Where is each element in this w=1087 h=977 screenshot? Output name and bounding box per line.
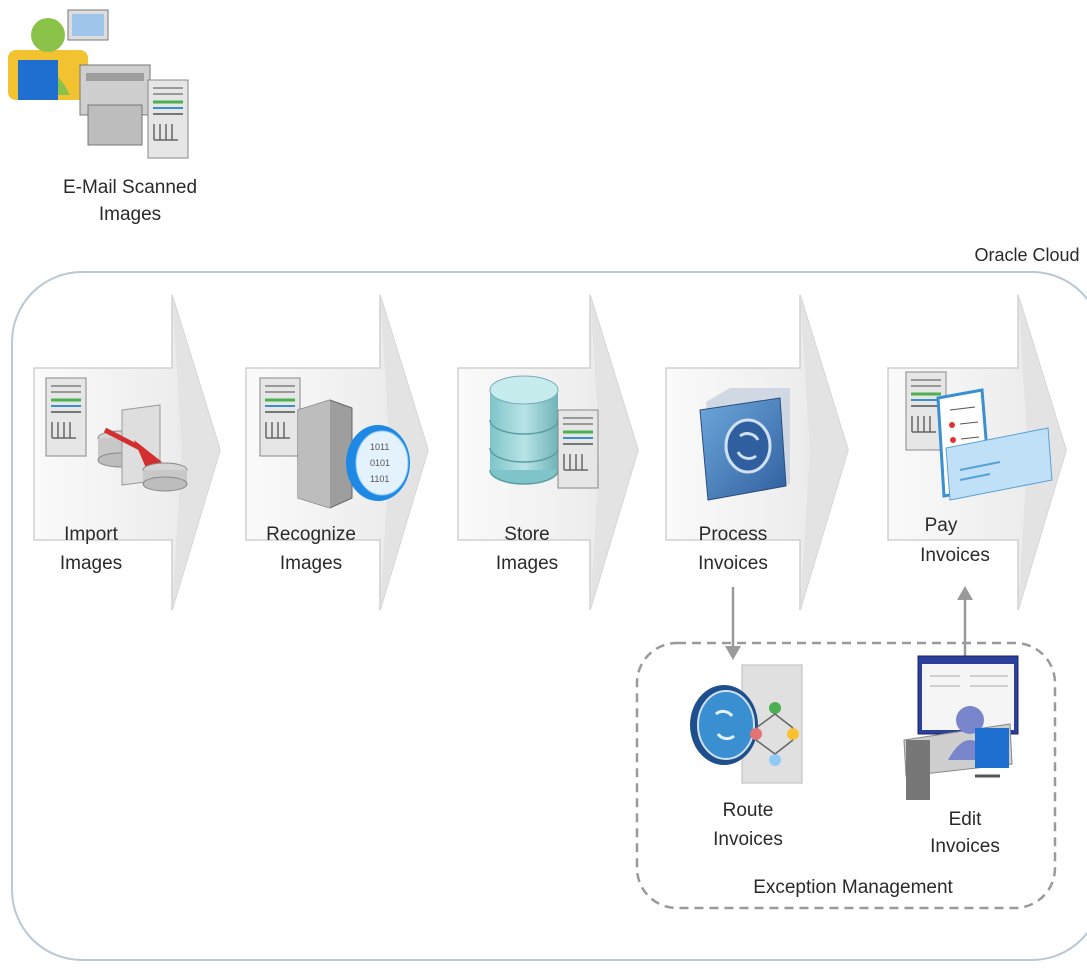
connector-process-to-route (725, 587, 741, 660)
folder-process-icon (699, 388, 790, 501)
step-4-label-line1: Process (699, 524, 768, 545)
step-1-label-line2: Images (60, 553, 122, 574)
step-5-label-line1: Pay (925, 515, 958, 536)
step-3-label-line1: Store (504, 524, 549, 545)
route-label-line1: Route (723, 800, 774, 821)
desktop-user-icon (903, 655, 1019, 800)
step-5-label-line2: Invoices (920, 545, 990, 566)
svg-text:0101: 0101 (370, 458, 390, 468)
scanner-user-icon (8, 9, 190, 160)
source-label-line1: E-Mail Scanned (63, 177, 197, 198)
oracle-cloud-container (11, 271, 1087, 961)
svg-text:1011: 1011 (370, 442, 389, 452)
route-workflow-icon (690, 664, 803, 784)
recognize-images-icon: 1011 0101 1101 (258, 376, 410, 509)
step-2-label-line2: Images (280, 553, 342, 574)
connector-edit-to-pay (957, 586, 973, 660)
route-label-line2: Invoices (713, 829, 783, 850)
step-1-label-line1: Import (64, 524, 119, 545)
exception-management-box (635, 641, 1057, 910)
pay-invoices-icon (904, 370, 1053, 501)
source-label-line2: Images (99, 204, 161, 225)
exception-management-label: Exception Management (753, 877, 953, 898)
database-icon (489, 375, 600, 490)
oracle-cloud-label: Oracle Cloud (974, 245, 1079, 265)
edit-label-line2: Invoices (930, 836, 1000, 857)
edit-label-line1: Edit (949, 809, 982, 830)
svg-text:1101: 1101 (370, 474, 389, 484)
import-images-icon (44, 376, 188, 492)
step-2-label-line1: Recognize (266, 524, 356, 545)
step-3-label-line2: Images (496, 553, 558, 574)
step-4-label-line2: Invoices (698, 553, 768, 574)
